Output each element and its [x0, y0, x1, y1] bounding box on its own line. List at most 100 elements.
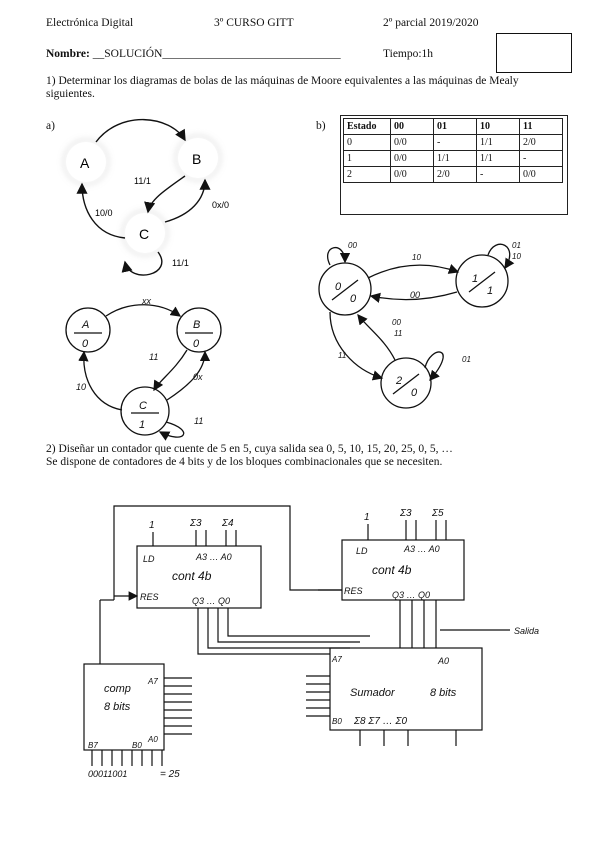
table-row: 1 0/0 1/1 1/1 - [343, 150, 563, 167]
moore-b-label-s20a: 00 [392, 318, 401, 327]
comp-b7: B7 [88, 741, 98, 750]
edge-c-c [121, 251, 163, 276]
moore-b-edge-02 [329, 311, 384, 381]
state-b-label: B [192, 151, 201, 167]
state-c-label: C [139, 226, 149, 242]
c2-ld: LD [356, 546, 368, 556]
moore-b-label-s1b: 10 [512, 252, 521, 261]
state-node-b-fill [178, 138, 218, 178]
moore-edge-ab [105, 304, 182, 317]
moore-c-out: 1 [139, 419, 145, 431]
adder-title: Sumador [350, 687, 396, 699]
moore-b-loop-1 [487, 243, 515, 270]
moore-edge-cb [166, 350, 211, 401]
edge-label-cb: 0x/0 [212, 200, 229, 210]
c2-type: cont 4b [372, 563, 412, 577]
moore-b-divider-0 [331, 279, 359, 301]
name-label: Nombre: [46, 48, 90, 60]
state-node-a-fill [66, 142, 106, 182]
part-a-label: a) [46, 120, 55, 132]
c2-q-label: Q3 … Q0 [392, 590, 430, 600]
c1-res: RES [140, 592, 159, 602]
edge-c-b [164, 178, 211, 223]
moore-b-divider-1 [468, 271, 496, 293]
circuit [83, 505, 510, 766]
moore-edge-bc [153, 349, 188, 392]
edge-b-c [144, 175, 186, 214]
table-row: 0 0/0 - 1/1 2/0 [343, 134, 563, 151]
moore-a-label-ab: xx [141, 296, 152, 306]
wire-bus-1c [217, 608, 360, 643]
moore-a-name: A [81, 319, 89, 331]
moore-b-label-s01: 10 [412, 253, 421, 262]
moore-b-state-0 [318, 262, 372, 316]
c1-in-1: 1 [149, 520, 155, 531]
moore-b-2-out: 0 [411, 387, 418, 399]
adder-a7: A7 [331, 655, 342, 664]
question-2: 2) Diseñar un contador que cuente de 5 e… [46, 443, 566, 469]
edge-label-bc: 11/1 [134, 176, 151, 186]
moore-state-c [120, 386, 170, 436]
moore-b-label-s02: 11 [338, 351, 346, 360]
comp-title: comp [104, 683, 131, 695]
moore-b-label-s0: 00 [348, 241, 357, 250]
circuit-labels: 1 Σ3 Σ4 LD A3 … A0 cont 4b RES Q3 … Q0 1… [88, 508, 539, 780]
c2-res: RES [344, 586, 363, 596]
moore-b-labels: 0 0 1 1 2 0 00 10 00 01 10 00 11 11 01 [335, 241, 521, 399]
moore-b-state-1 [455, 254, 509, 308]
table-header-row: Estado 00 01 10 11 [343, 118, 563, 135]
moore-b-loop-2 [424, 351, 444, 381]
c1-in-s3: Σ3 [189, 518, 202, 529]
subject-title: Electrónica Digital [46, 17, 134, 29]
moore-b-label-s2: 01 [462, 355, 471, 364]
comp-a0: A0 [147, 735, 158, 744]
moore-b-loop-0 [327, 246, 351, 266]
moore-b-1-out: 1 [487, 285, 493, 297]
state-table: Estado 00 01 10 11 0 0/0 - 1/1 2/0 1 0/0… [343, 118, 563, 183]
adder-b0: B0 [332, 717, 342, 726]
mealy-diagram: A B C 11/1 0x/0 10/0 11/1 [63, 119, 229, 276]
moore-a-label-cc: 11 [194, 416, 203, 426]
moore-diagram-a [65, 304, 222, 441]
moore-edge-cc [158, 421, 185, 441]
adder-sum: Σ8 Σ7 … Σ0 [353, 716, 407, 727]
course-title: 3º CURSO GITT [214, 17, 294, 29]
wire-bus-1a [197, 608, 330, 655]
c2-in-s5: Σ5 [431, 508, 444, 519]
moore-b-state-2 [380, 357, 432, 409]
moore-b-edge-01 [367, 264, 460, 279]
adder-block [329, 647, 483, 731]
adder-a0: A0 [437, 656, 449, 666]
adder-sub: 8 bits [430, 687, 457, 699]
c2-in-s3: Σ3 [399, 508, 412, 519]
edge-label-cc: 11/1 [172, 258, 189, 268]
table-row: 2 0/0 2/0 - 0/0 [343, 166, 563, 183]
moore-b-1-name: 1 [472, 273, 478, 285]
wire-bus-1d [227, 608, 370, 637]
state-a-label: A [80, 155, 90, 171]
wire-feedback-top [113, 505, 342, 600]
comparator-block [83, 663, 165, 751]
wire-bus-1b [207, 608, 350, 649]
name-value: __SOLUCIÓN [92, 48, 163, 60]
comp-sub: 8 bits [104, 701, 131, 713]
moore-b-name: B [193, 319, 200, 331]
table-frame [340, 115, 568, 215]
comp-eq: = 25 [160, 769, 180, 780]
comp-const: 00011001 [88, 769, 127, 779]
table-cell: - [476, 166, 520, 183]
moore-edge-ca [78, 350, 123, 411]
moore-diagram-b [318, 243, 515, 409]
table-cell: - [519, 150, 563, 167]
question-2-line1: 2) Diseñar un contador que cuente de 5 e… [46, 443, 453, 455]
moore-b-label-s10: 00 [410, 290, 420, 300]
counter-1-block [136, 545, 262, 609]
edge-a-b [95, 119, 186, 143]
state-node-c-fill [125, 213, 165, 253]
question-1: 1) Determinar los diagramas de bolas de … [46, 75, 519, 100]
c1-type: cont 4b [172, 569, 212, 583]
c1-ld: LD [143, 554, 155, 564]
part-b-label: b) [316, 120, 326, 132]
name-line: Nombre: __SOLUCIÓN______________________… [46, 48, 341, 60]
